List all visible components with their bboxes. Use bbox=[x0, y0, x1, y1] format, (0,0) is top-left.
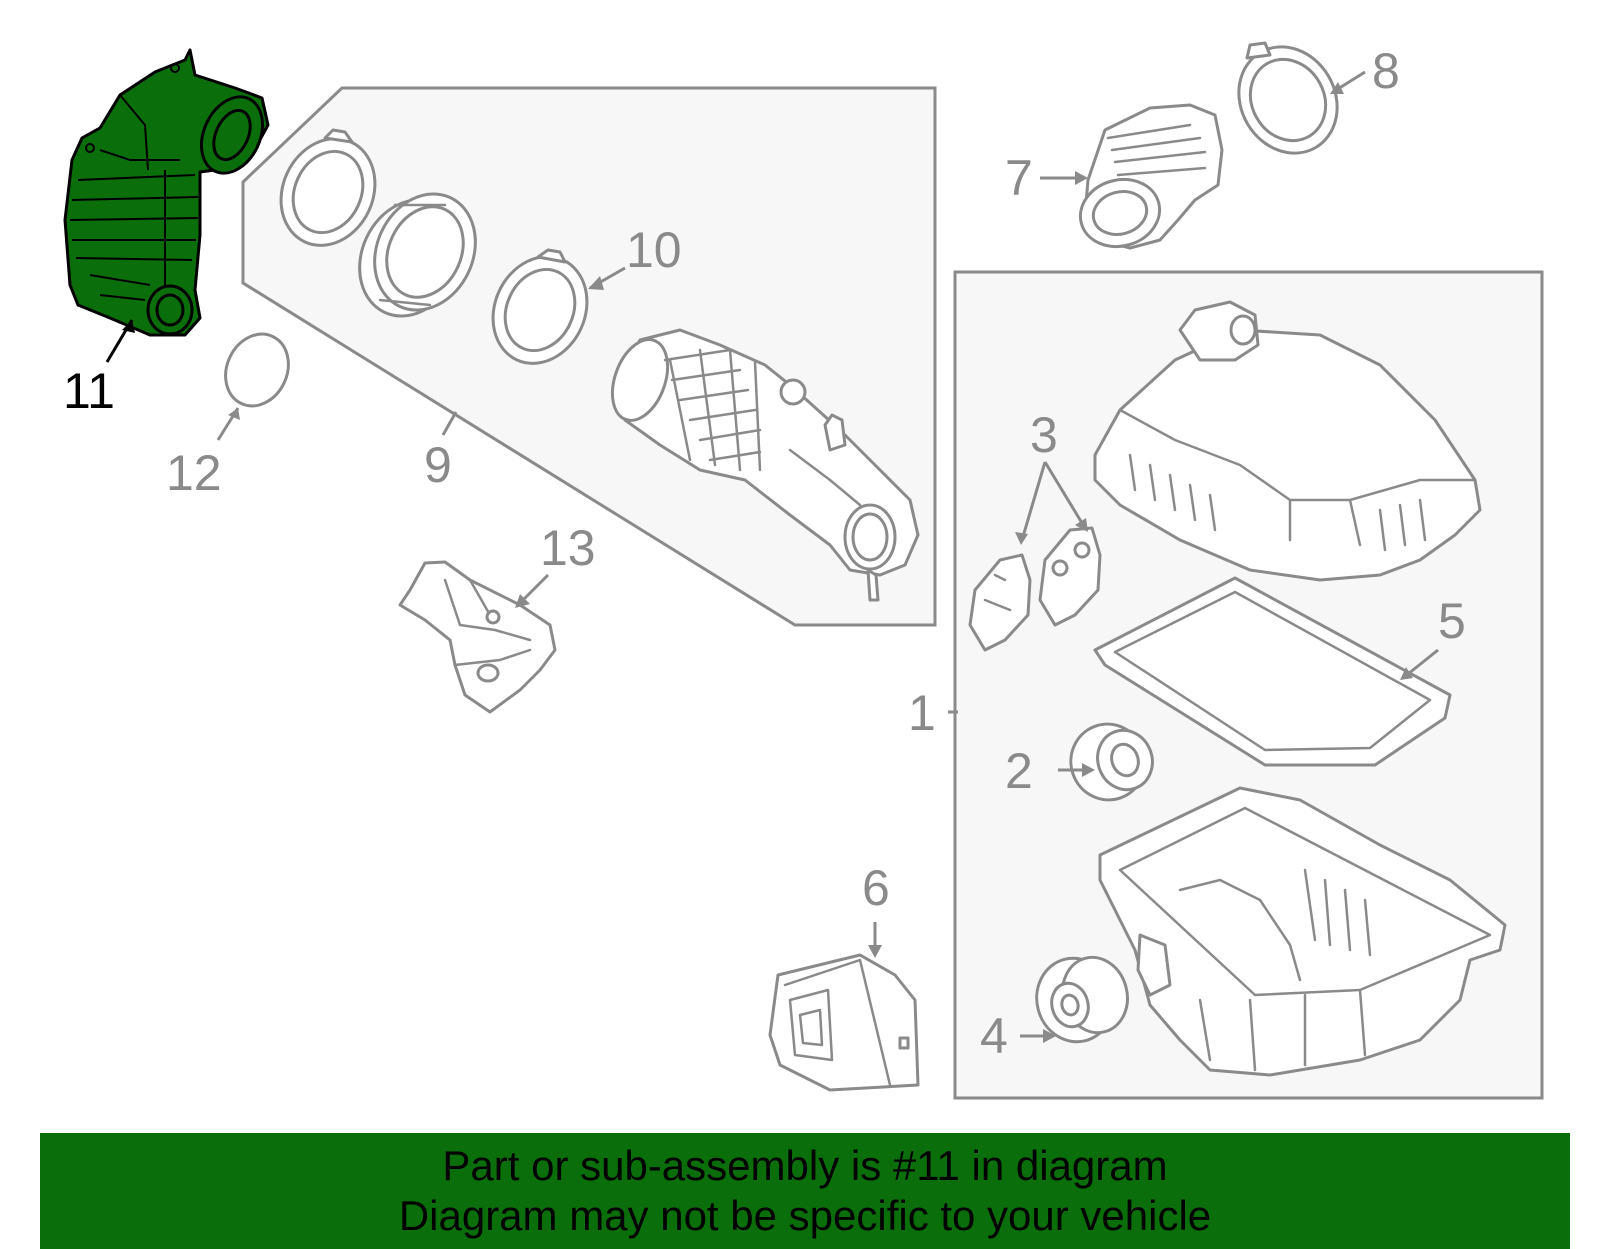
arrow-13 bbox=[515, 594, 530, 608]
callout-8: 8 bbox=[1372, 43, 1400, 99]
arrow-12 bbox=[228, 408, 240, 420]
arrow-4 bbox=[1043, 1029, 1056, 1043]
part-11-resonator[interactable] bbox=[63, 48, 274, 337]
arrow-5 bbox=[1400, 667, 1413, 680]
callout-13: 13 bbox=[540, 520, 596, 576]
part-2-grommet[interactable] bbox=[1060, 714, 1160, 811]
part-13-bracket[interactable] bbox=[398, 560, 557, 714]
arrow-10 bbox=[588, 276, 604, 290]
leader-3a bbox=[1020, 461, 1047, 541]
callout-9: 9 bbox=[424, 437, 452, 493]
arrow-3b bbox=[1075, 518, 1088, 532]
callout-5: 5 bbox=[1438, 593, 1466, 649]
part-1-upper-housing[interactable] bbox=[1093, 300, 1482, 582]
arrow-8 bbox=[1330, 82, 1344, 94]
leader-3b bbox=[1043, 461, 1087, 529]
arrow-6 bbox=[868, 945, 882, 958]
callout-3: 3 bbox=[1030, 407, 1058, 463]
arrow-2 bbox=[1082, 763, 1095, 777]
part-9-clamp[interactable] bbox=[264, 123, 392, 261]
arrow-7 bbox=[1075, 171, 1088, 185]
part-12-o-ring[interactable] bbox=[214, 324, 300, 416]
arrow-11 bbox=[122, 320, 135, 333]
info-banner: Part or sub-assembly is #11 in diagram D… bbox=[40, 1133, 1570, 1249]
part-5-filter[interactable] bbox=[1093, 576, 1452, 767]
part-9-coupler[interactable] bbox=[341, 177, 494, 332]
arrow-3a bbox=[1015, 532, 1028, 545]
part-1-lower-housing[interactable] bbox=[1098, 786, 1507, 1077]
callout-7: 7 bbox=[1005, 150, 1033, 206]
part-4-grommet[interactable] bbox=[1027, 950, 1135, 1051]
callout-10: 10 bbox=[626, 222, 682, 278]
callout-6: 6 bbox=[862, 860, 890, 916]
callout-1: 1 bbox=[908, 685, 936, 741]
part-10-clamp[interactable] bbox=[476, 241, 604, 379]
part-8-clamp[interactable] bbox=[1220, 29, 1356, 171]
banner-line-2: Diagram may not be specific to your vehi… bbox=[398, 1192, 1212, 1239]
leader-9 bbox=[441, 411, 458, 436]
callout-2: 2 bbox=[1005, 743, 1033, 799]
callout-12: 12 bbox=[166, 445, 222, 501]
part-7-hose[interactable] bbox=[1073, 103, 1224, 255]
banner-line-1: Part or sub-assembly is #11 in diagram bbox=[442, 1142, 1168, 1189]
part-9-intake-duct[interactable] bbox=[602, 328, 920, 602]
callout-11: 11 bbox=[63, 363, 115, 419]
callout-4: 4 bbox=[980, 1008, 1008, 1064]
part-6-inlet-duct[interactable] bbox=[768, 953, 920, 1092]
part-3-gaskets[interactable] bbox=[968, 526, 1102, 652]
